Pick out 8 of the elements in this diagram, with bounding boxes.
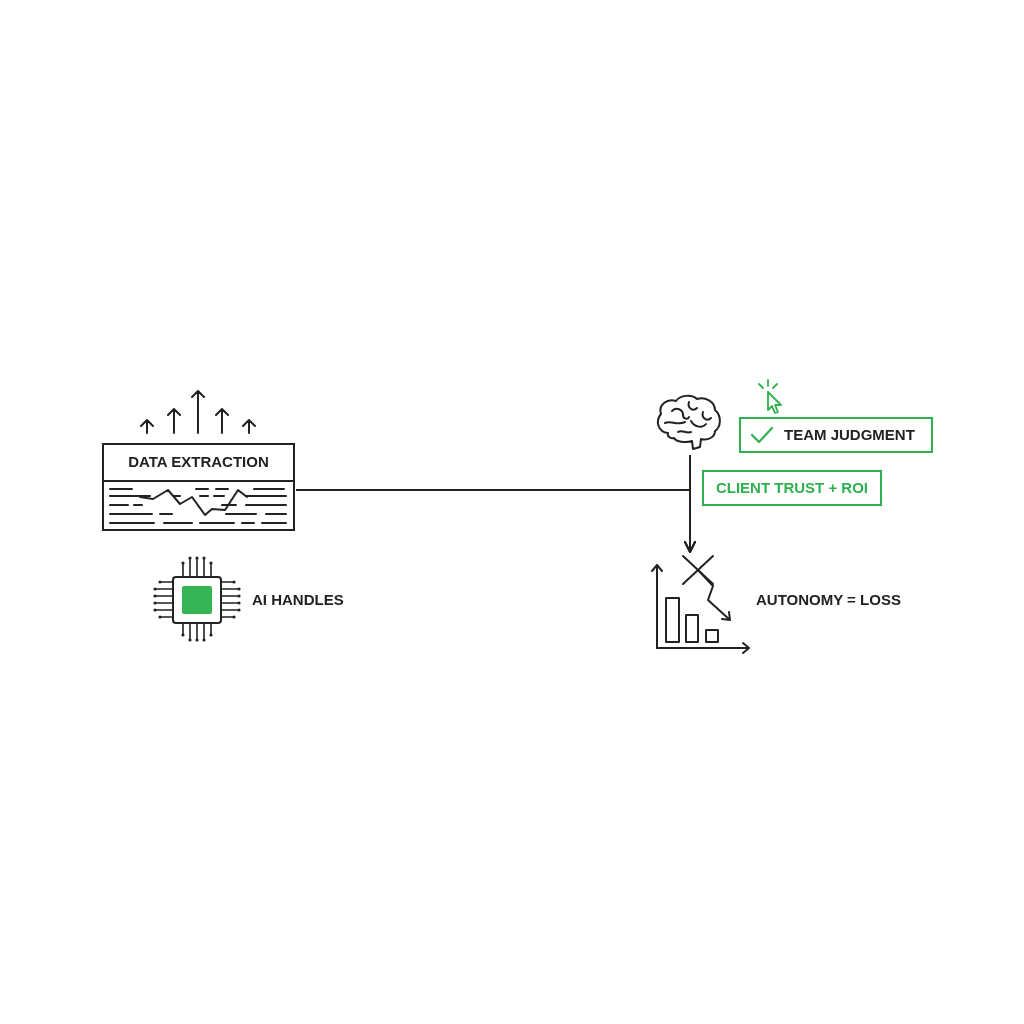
text-label: AI HANDLES [252,590,344,610]
highlight-box: CLIENT TRUST + ROI [702,470,882,506]
node-label: TEAM JUDGMENT [784,425,915,445]
highlight-box [739,417,933,453]
process-box [102,443,295,531]
node-title: DATA EXTRACTION [104,445,293,482]
connector-arrow [684,454,696,553]
node-caption: AUTONOMY = LOSS [756,590,901,610]
